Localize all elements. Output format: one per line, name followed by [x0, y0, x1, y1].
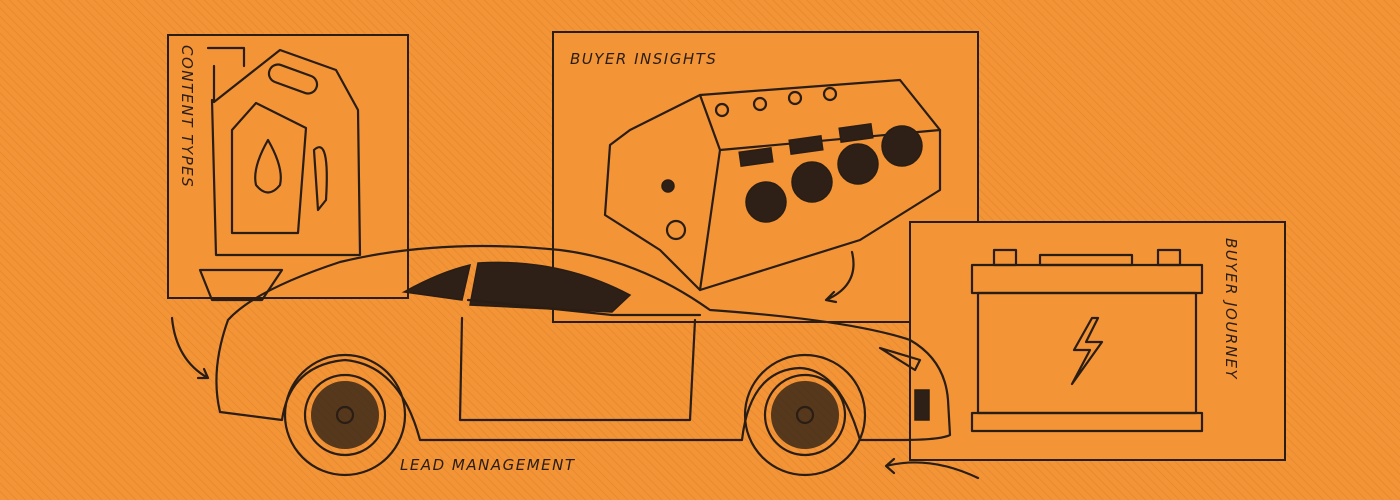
- buyer-journey-panel: BUYER JOURNEY: [909, 221, 1286, 461]
- buyer-insights-label: BUYER INSIGHTS: [570, 50, 717, 68]
- buyer-insights-panel: BUYER INSIGHTS: [552, 31, 979, 323]
- lead-management-label: LEAD MANAGEMENT: [400, 456, 576, 474]
- oil-can-icon: [206, 46, 362, 257]
- buyer-journey-label: BUYER JOURNEY: [1222, 238, 1240, 380]
- engine-block-icon: [603, 78, 942, 292]
- curved-arrow-icon: [884, 457, 980, 480]
- curved-arrow-icon: [824, 250, 855, 304]
- content-types-panel: CONTENT TYPES: [167, 34, 409, 299]
- content-types-label: CONTENT TYPES: [178, 45, 196, 188]
- rear-wheel-icon: [283, 353, 407, 477]
- curved-arrow-icon: [170, 316, 210, 380]
- battery-icon: [970, 248, 1204, 433]
- front-wheel-icon: [743, 353, 867, 477]
- sports-car-icon: [198, 244, 952, 477]
